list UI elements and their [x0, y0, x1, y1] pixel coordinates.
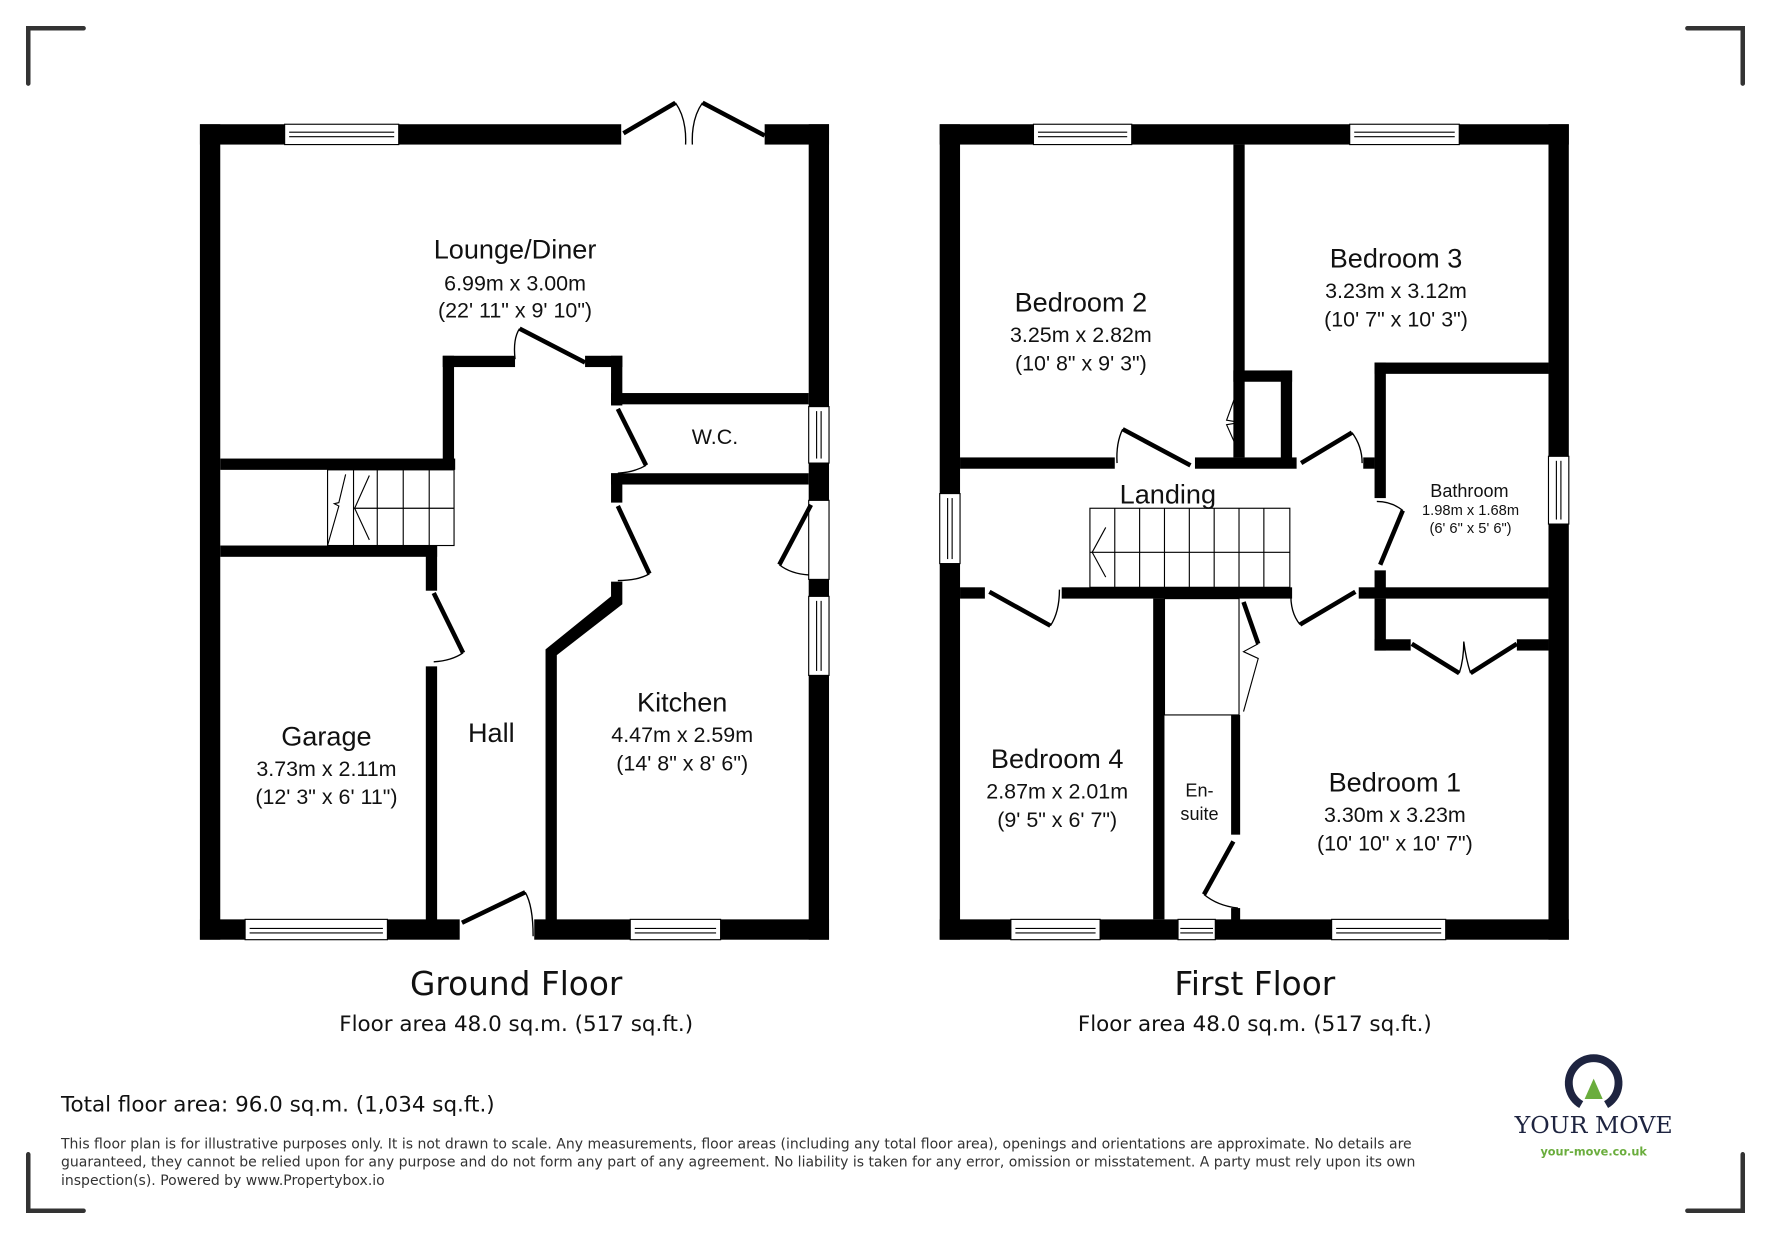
room-label-ensuite-2: suite	[1180, 804, 1218, 824]
room-label-bathroom: Bathroom	[1430, 481, 1508, 501]
room-label-lounge: Lounge/Diner	[434, 234, 597, 265]
room-dims-bathroom-metric: 1.98m x 1.68m	[1422, 503, 1519, 519]
room-label-bedroom-1: Bedroom 1	[1329, 767, 1462, 798]
room-label-bedroom-4: Bedroom 4	[991, 743, 1124, 774]
disclaimer-line-2: guaranteed, they cannot be relied upon f…	[61, 1155, 1415, 1171]
crop-marks	[25, 25, 1746, 1214]
room-label-hall: Hall	[468, 717, 515, 748]
room-dims-lounge-metric: 6.99m x 3.00m	[444, 271, 586, 295]
first-floor-plan: Bedroom 2 3.25m x 2.82m (10' 8" x 9' 3")…	[939, 123, 1570, 941]
room-dims-bedroom-2-metric: 3.25m x 2.82m	[1010, 323, 1152, 347]
brand-name: YOUR MOVE	[1514, 1111, 1673, 1139]
brand-logo: YOUR MOVE your-move.co.uk	[1514, 1054, 1673, 1158]
disclaimer-line-3: inspection(s). Powered by www.Propertybo…	[61, 1173, 385, 1189]
room-label-landing: Landing	[1120, 479, 1216, 510]
room-dims-bedroom-1-metric: 3.30m x 3.23m	[1324, 803, 1466, 827]
disclaimer-line-1: This floor plan is for illustrative purp…	[60, 1137, 1412, 1153]
room-dims-bedroom-3-imperial: (10' 7" x 10' 3")	[1324, 307, 1468, 331]
ground-floor-area: Floor area 48.0 sq.m. (517 sq.ft.)	[339, 1012, 693, 1037]
brand-url: your-move.co.uk	[1540, 1145, 1647, 1158]
room-dims-garage-metric: 3.73m x 2.11m	[256, 757, 396, 781]
room-dims-bedroom-2-imperial: (10' 8" x 9' 3")	[1015, 351, 1147, 375]
ground-floor-title: Ground Floor	[410, 965, 623, 1003]
room-label-wc: W.C.	[692, 425, 738, 449]
room-dims-bedroom-4-imperial: (9' 5" x 6' 7")	[997, 808, 1117, 832]
total-floor-area: Total floor area: 96.0 sq.m. (1,034 sq.f…	[60, 1092, 495, 1117]
room-dims-bathroom-imperial: (6' 6" x 5' 6")	[1430, 521, 1512, 537]
room-label-bedroom-2: Bedroom 2	[1015, 287, 1148, 318]
room-label-garage: Garage	[281, 720, 371, 751]
first-floor-area: Floor area 48.0 sq.m. (517 sq.ft.)	[1078, 1012, 1432, 1037]
room-dims-garage-imperial: (12' 3" x 6' 11")	[255, 785, 397, 809]
room-dims-bedroom-1-imperial: (10' 10" x 10' 7")	[1317, 831, 1473, 855]
ground-floor-plan: Lounge/Diner 6.99m x 3.00m (22' 11" x 9'…	[199, 100, 830, 941]
first-floor-title: First Floor	[1174, 965, 1335, 1003]
room-dims-lounge-imperial: (22' 11" x 9' 10")	[438, 298, 592, 322]
room-label-bedroom-3: Bedroom 3	[1330, 243, 1463, 274]
logo-ring-icon	[1564, 1054, 1623, 1109]
room-dims-bedroom-3-metric: 3.23m x 3.12m	[1325, 279, 1467, 303]
room-dims-kitchen-metric: 4.47m x 2.59m	[611, 723, 753, 747]
logo-arrow-icon	[1584, 1078, 1603, 1099]
room-dims-kitchen-imperial: (14' 8" x 8' 6")	[616, 751, 748, 775]
room-dims-bedroom-4-metric: 2.87m x 2.01m	[986, 780, 1128, 804]
room-label-kitchen: Kitchen	[637, 687, 727, 718]
landing-staircase	[1089, 507, 1291, 588]
staircase	[326, 469, 455, 547]
room-label-ensuite-1: En-	[1185, 780, 1213, 800]
